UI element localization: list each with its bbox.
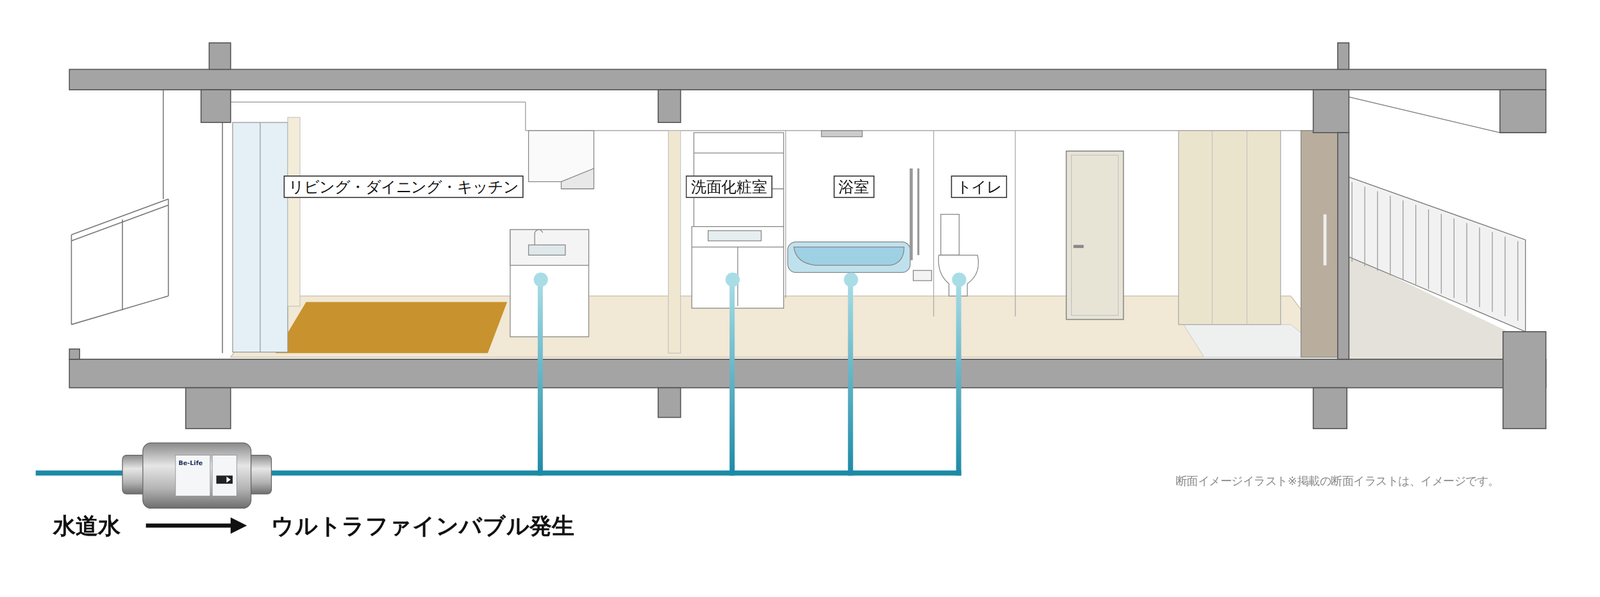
vanity (691, 132, 784, 309)
window (232, 122, 288, 352)
room-name: トイレ (956, 177, 1003, 197)
room-label: 洗面化粧室 (685, 175, 773, 199)
room-label: リビング・ダイニング・キッチン (283, 175, 524, 199)
room-label: 浴室 (833, 175, 875, 199)
corridor (1344, 96, 1526, 363)
partition (668, 130, 681, 354)
door (1066, 151, 1124, 320)
rug (275, 302, 508, 354)
bathroom (787, 130, 932, 281)
balcony (71, 89, 223, 354)
note: 断面イメージイラスト※掲載の断面イラストは、イメージです。 (1175, 473, 1500, 490)
concrete (69, 42, 1546, 429)
front-door (1301, 130, 1338, 358)
source-label: 水道水 (53, 511, 121, 543)
bubble-device (122, 442, 272, 509)
storage (1178, 130, 1281, 325)
room-name: リビング・ダイニング・キッチン (288, 177, 518, 197)
room-label: トイレ (951, 175, 1008, 199)
toilet (938, 214, 979, 297)
flow-arrow (146, 517, 248, 534)
kitchen (510, 130, 595, 338)
room-name: 洗面化粧室 (691, 177, 768, 197)
room-name: 浴室 (838, 177, 870, 197)
brand-mark: Be-Life (178, 459, 204, 467)
result-label: ウルトラファインバブル発生 (271, 511, 575, 543)
